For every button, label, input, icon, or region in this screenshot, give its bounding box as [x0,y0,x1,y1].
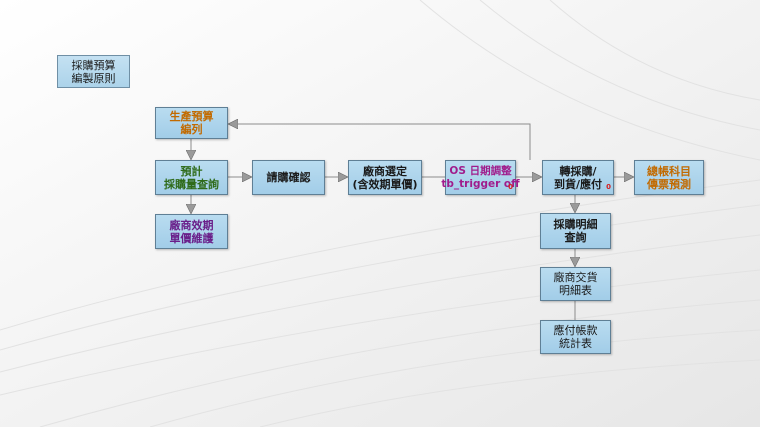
node-os-date-badge: 0 [508,183,513,191]
node-transfer-line1: 轉採購/ [559,164,597,178]
node-payable-stats-line1: 應付帳款 [553,324,598,337]
title-line2: 編製原則 [71,71,116,85]
node-vendor-select[interactable]: 廠商選定 (含效期單價) [348,160,422,195]
node-purchase-detail-line2: 查詢 [564,231,587,244]
node-budget-forecast-line2: 傳票預測 [647,177,691,191]
node-transfer-badge: 0 [606,183,611,191]
node-vendor-price[interactable]: 廠商效期 單價維護 [155,214,228,249]
node-purchase-detail-line1: 採購明細 [553,218,598,231]
title-box: 採購預算 編製原則 [57,55,130,88]
node-os-date[interactable]: OS 日期調整 tb_trigger off 0 [441,160,520,195]
node-purchase-forecast-line1: 預計 [180,164,203,178]
node-purchase-detail[interactable]: 採購明細 查詢 [540,213,611,249]
title-line1: 採購預算 [71,58,116,72]
node-transfer[interactable]: 轉採購/ 到貨/應付 0 [542,160,614,195]
node-vendor-price-line2: 單價維護 [169,231,214,245]
node-production-budget-line1: 生產預算 [169,110,214,123]
node-vendor-price-line1: 廠商效期 [169,218,214,232]
node-transfer-line2: 到貨/應付 [553,177,603,191]
node-payable-stats-line2: 統計表 [559,337,592,350]
node-budget-forecast-line1: 總帳科目 [647,164,691,178]
node-request-confirm[interactable]: 請購確認 [252,160,325,195]
node-production-budget[interactable]: 生產預算 編列 [155,107,228,139]
node-purchase-forecast-line2: 採購量查詢 [164,177,219,191]
node-production-budget-line2: 編列 [180,123,203,136]
node-os-date-line2: tb_trigger off [441,177,520,190]
node-budget-forecast[interactable]: 總帳科目 傳票預測 [634,160,704,195]
node-vendor-delivery-line2: 明細表 [559,284,592,297]
node-vendor-select-line2: (含效期單價) [352,177,418,191]
node-request-confirm-line1: 請購確認 [266,171,311,184]
node-vendor-delivery-line1: 廠商交貨 [553,271,598,284]
node-vendor-select-line1: 廠商選定 [363,164,407,178]
node-purchase-forecast[interactable]: 預計 採購量查詢 [155,160,228,195]
node-vendor-delivery[interactable]: 廠商交貨 明細表 [540,267,611,301]
node-payable-stats[interactable]: 應付帳款 統計表 [540,320,611,354]
node-os-date-line1: OS 日期調整 [449,164,512,177]
